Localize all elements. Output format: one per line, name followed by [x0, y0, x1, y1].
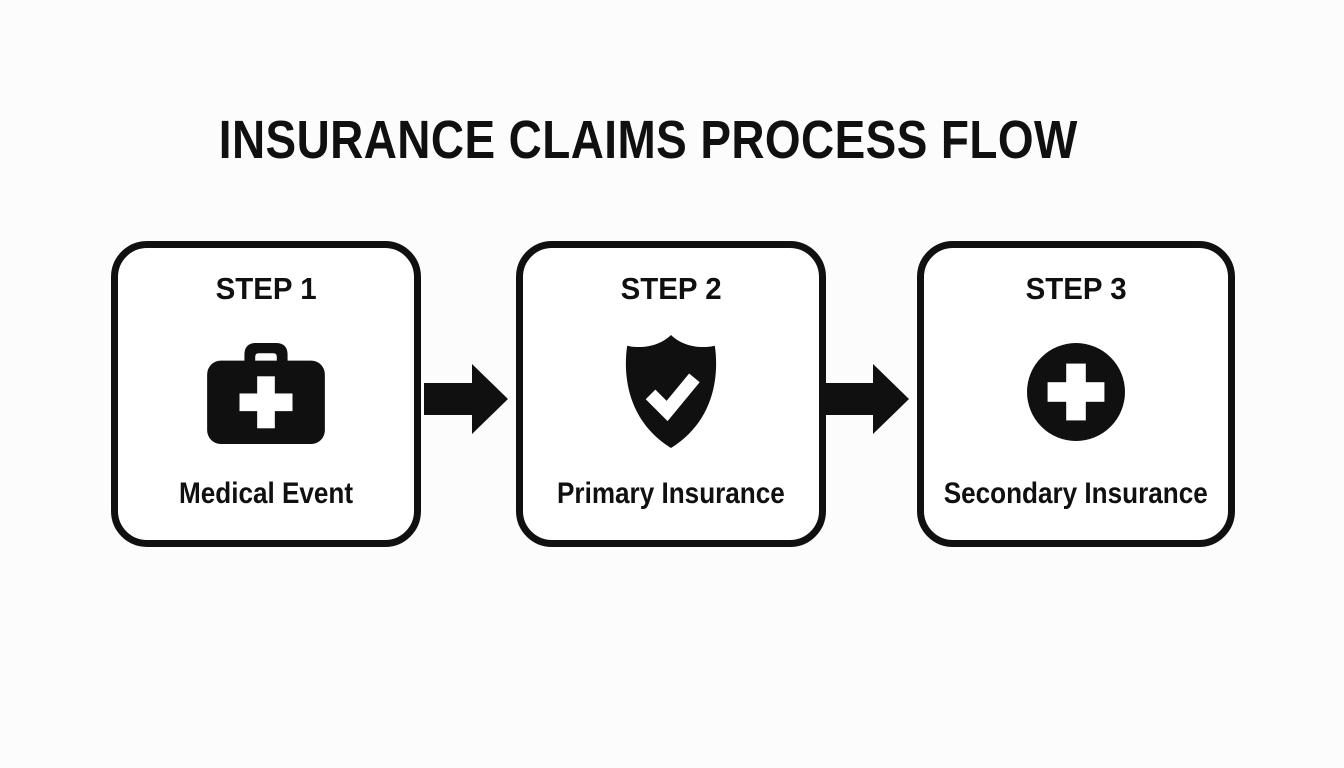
diagram-title-text: INSURANCE CLAIMS PROCESS FLOW: [218, 110, 1078, 170]
arrow-right-icon: [825, 364, 909, 434]
step-box-medical-event: STEP 1 Medical Event: [111, 241, 421, 547]
step-name: Primary Insurance: [557, 477, 785, 510]
arrow-right-icon: [424, 364, 508, 434]
step-name: Medical Event: [178, 477, 354, 510]
step-label: STEP 2: [620, 271, 722, 306]
step-name: Secondary Insurance: [943, 477, 1209, 510]
medical-bag-icon: [204, 306, 328, 477]
step-box-secondary-insurance: STEP 3 Secondary Insurance: [917, 241, 1235, 547]
step-box-primary-insurance: STEP 2 Primary Insurance: [516, 241, 826, 547]
step-label: STEP 1: [215, 271, 317, 306]
diagram-title: INSURANCE CLAIMS PROCESS FLOW: [0, 113, 1344, 167]
step-label: STEP 3: [1025, 271, 1127, 306]
circle-plus-icon: [1027, 306, 1125, 477]
shield-check-icon: [624, 306, 718, 477]
